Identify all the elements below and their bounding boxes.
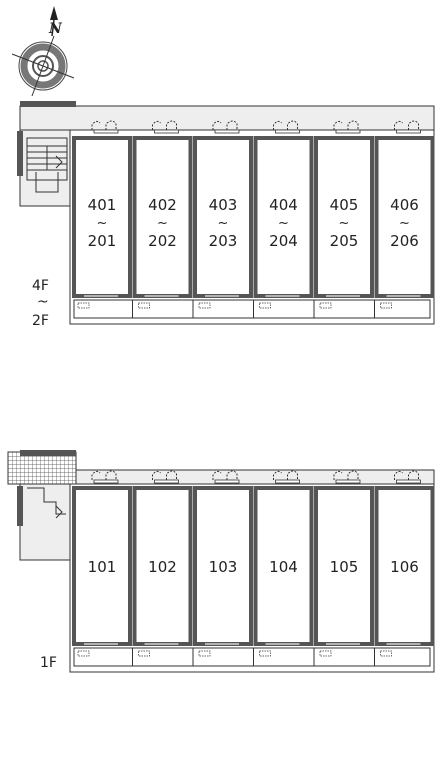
unit-number-top: 404 (269, 196, 298, 214)
unit-room: 102 (132, 470, 193, 666)
unit-room: 106 (374, 470, 435, 666)
unit-number-bottom: 201 (88, 232, 117, 250)
doorstep (396, 129, 421, 134)
doorstep (214, 129, 240, 134)
unit-number-top: 403 (209, 196, 238, 214)
compass-rose-icon: N (11, 6, 75, 97)
unit-number-bottom: 202 (148, 232, 177, 250)
unit-number-sep: ~ (218, 216, 229, 231)
door-icon (212, 470, 238, 480)
staircase-icon (26, 137, 68, 193)
doorstep (214, 479, 240, 484)
doorstep (154, 479, 179, 484)
room-wall (314, 136, 374, 298)
unit-room: 101 (72, 470, 132, 657)
unit-number-sep: ~ (399, 216, 410, 231)
door-icon (273, 470, 298, 480)
floor-label-bottom: 2F (32, 313, 49, 329)
door-icon (333, 470, 359, 480)
ac-unit-icon (380, 650, 392, 657)
ac-unit-icon (319, 650, 332, 657)
ac-unit-icon (319, 302, 332, 309)
unit-room: 405 ~205 (313, 120, 374, 318)
unit-room: 105 (313, 470, 374, 666)
unit-room: 104 (253, 470, 314, 666)
ac-unit-icon (77, 650, 90, 657)
ac-unit-icon (198, 650, 211, 657)
door-icon (333, 120, 359, 130)
unit-number: 104 (269, 558, 298, 576)
unit-number-bottom: 204 (269, 232, 298, 250)
unit-number-top: 401 (88, 196, 117, 214)
unit-number: 102 (148, 558, 177, 576)
doorstep (396, 479, 421, 484)
doorstep (93, 129, 119, 134)
door-icon (273, 120, 298, 130)
unit-room: 103 (192, 470, 253, 666)
ac-unit-icon (138, 650, 150, 657)
room-wall (72, 486, 132, 646)
unit-room: 403 ~203 (192, 120, 253, 318)
ac-unit-icon (259, 302, 271, 309)
unit-number-sep: ~ (278, 216, 289, 231)
doorstep (335, 129, 361, 134)
unit-number-bottom: 203 (209, 232, 238, 250)
unit-room: 406 ~206 (374, 120, 435, 318)
ac-unit-icon (198, 302, 211, 309)
unit-number-bottom: 205 (330, 232, 359, 250)
door-icon (152, 120, 177, 130)
unit-number: 103 (209, 558, 238, 576)
floor-label-sep: ~ (37, 294, 49, 310)
north-label: N (48, 21, 63, 37)
doorstep (275, 479, 300, 484)
unit-room: 402 ~202 (132, 120, 193, 318)
door-icon (91, 470, 117, 480)
doorstep (275, 129, 300, 134)
unit-number-sep: ~ (157, 216, 168, 231)
ac-unit-icon (138, 302, 150, 309)
room-wall (132, 136, 193, 298)
staircase-icon (27, 487, 66, 519)
room-wall (193, 486, 253, 646)
door-icon (152, 470, 177, 480)
unit-room: 404 ~204 (253, 120, 314, 318)
ac-unit-icon (380, 302, 392, 309)
room-wall (253, 136, 314, 298)
floor-label-top: 4F (32, 278, 49, 294)
room-wall (374, 136, 435, 298)
doorstep (154, 129, 179, 134)
unit-number-sep: ~ (97, 216, 108, 231)
doorstep (335, 479, 361, 484)
lower-floor-block: 101 102 103 104 105 106 1F (7, 450, 435, 673)
unit-number-bottom: 206 (390, 232, 419, 250)
unit-room: 401 ~201 (72, 120, 132, 309)
unit-number-sep: ~ (339, 216, 350, 231)
doorstep (93, 479, 119, 484)
unit-number: 101 (88, 558, 117, 576)
unit-number-top: 405 (330, 196, 359, 214)
ac-unit-icon (77, 302, 90, 309)
door-icon (394, 470, 419, 480)
unit-number: 106 (390, 558, 419, 576)
unit-number: 105 (330, 558, 359, 576)
upper-floor-block: 401 ~201 402 ~202 403 ~203 404 ~204 405 ~205 406 ~2… (17, 101, 435, 329)
door-icon (212, 120, 238, 130)
room-wall (374, 486, 435, 646)
hatched-roof (7, 451, 77, 485)
ac-unit-icon (259, 650, 271, 657)
unit-number-top: 406 (390, 196, 419, 214)
unit-number-top: 402 (148, 196, 177, 214)
door-icon (394, 120, 419, 130)
floor-label-1f: 1F (40, 655, 57, 671)
door-icon (91, 120, 117, 130)
room-wall (132, 486, 193, 646)
